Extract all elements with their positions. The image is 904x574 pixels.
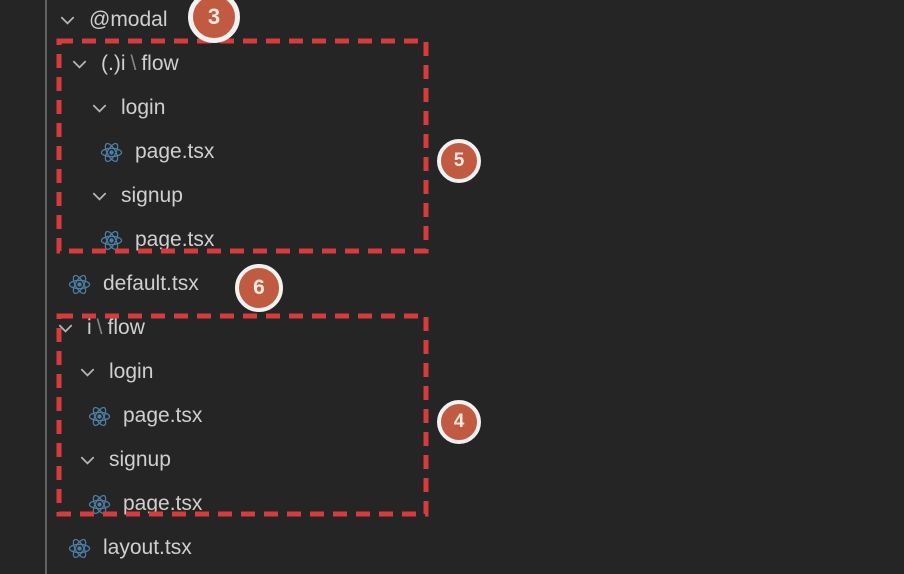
chevron-down-icon[interactable]	[58, 11, 77, 30]
tree-item-intercepted-i-flow-folder[interactable]: (.)i\flow	[0, 42, 904, 86]
chevron-down-icon[interactable]	[70, 55, 89, 74]
annotation-badge-6: 6	[235, 264, 283, 312]
annotation-badge-5: 5	[437, 139, 481, 183]
folder-name: (.)i\flow	[101, 52, 179, 76]
tree-item-default-tsx-file[interactable]: default.tsx	[0, 262, 904, 306]
react-icon	[88, 406, 111, 426]
folder-path-suffix: flow	[141, 52, 179, 75]
file-name: page.tsx	[135, 140, 215, 163]
file-name: page.tsx	[135, 228, 215, 251]
badge-number: 3	[207, 4, 221, 29]
tree-item-page-tsx-file[interactable]: page.tsx	[0, 482, 904, 526]
badge-number: 6	[253, 276, 265, 299]
folder-path-prefix: (.)i	[101, 52, 126, 75]
indent-guide-line	[45, 0, 47, 574]
folder-name: login	[109, 360, 154, 383]
badge-number: 4	[453, 411, 465, 432]
tree-item-layout-tsx-file[interactable]: layout.tsx	[0, 526, 904, 570]
chevron-down-icon[interactable]	[78, 363, 97, 382]
react-icon	[100, 142, 123, 162]
annotation-badge-3: 3	[188, 0, 240, 43]
file-name: page.tsx	[123, 492, 203, 515]
tree-item-login-folder[interactable]: login	[0, 350, 904, 394]
folder-path-separator: \	[96, 316, 103, 339]
file-name: page.tsx	[123, 404, 203, 427]
folder-name: signup	[109, 448, 171, 471]
tree-item-modal-folder[interactable]: @modal	[0, 0, 904, 42]
folder-path-suffix: flow	[107, 316, 145, 339]
file-name: default.tsx	[103, 272, 199, 295]
badge-number: 5	[453, 150, 465, 171]
tree-item-signup-folder[interactable]: signup	[0, 438, 904, 482]
folder-name: i\flow	[87, 316, 145, 340]
react-icon	[88, 494, 111, 514]
file-name: layout.tsx	[103, 536, 192, 559]
react-icon	[100, 230, 123, 250]
chevron-down-icon[interactable]	[78, 451, 97, 470]
folder-path-separator: \	[130, 52, 137, 75]
annotation-badge-4: 4	[437, 400, 481, 444]
react-icon	[68, 274, 91, 294]
chevron-down-icon[interactable]	[90, 99, 109, 118]
chevron-down-icon[interactable]	[56, 319, 75, 338]
tree-item-i-flow-folder[interactable]: i\flow	[0, 306, 904, 350]
folder-name: signup	[121, 184, 183, 207]
folder-name: login	[121, 96, 166, 119]
chevron-down-icon[interactable]	[90, 187, 109, 206]
tree-item-login-folder[interactable]: login	[0, 86, 904, 130]
folder-name: @modal	[89, 8, 168, 31]
tree-item-page-tsx-file[interactable]: page.tsx	[0, 218, 904, 262]
react-icon	[68, 538, 91, 558]
